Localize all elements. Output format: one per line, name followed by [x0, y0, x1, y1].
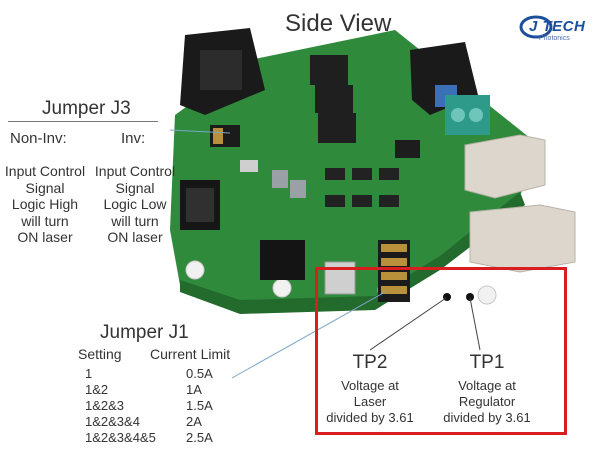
inductor — [310, 55, 348, 85]
inductor — [315, 85, 353, 113]
tp2-label: TP2 — [352, 352, 388, 373]
tp1-description: Voltage at Regulator divided by 3.61 — [443, 378, 531, 425]
resistor — [379, 195, 399, 207]
tp2-description: Voltage at Laser divided by 3.61 — [326, 378, 414, 425]
tp1-test-point — [466, 293, 474, 301]
jumper-cap — [381, 286, 407, 294]
output-connector — [464, 134, 546, 199]
terminal-screw — [451, 108, 465, 122]
table-cell-setting: 1&2&3&4&5 — [85, 430, 156, 445]
j3-divider — [8, 121, 158, 122]
resistor — [325, 168, 345, 180]
inv-label: Inv: — [121, 130, 146, 147]
jumper-j3-title: Jumper J3 — [42, 98, 131, 119]
non-inv-label: Non-Inv: — [10, 130, 67, 147]
table-cell-limit: 2A — [186, 414, 202, 429]
j3-pointer-line — [169, 129, 231, 134]
logo-sub: Photonics — [539, 35, 570, 42]
pcb-edge — [180, 192, 525, 314]
setting-header: Setting — [78, 346, 122, 362]
power-jack-face — [200, 50, 242, 90]
capacitor — [290, 180, 306, 198]
resistor — [352, 195, 372, 207]
jumper-j1-title: Jumper J1 — [100, 322, 189, 343]
logo-name: J TECH — [529, 18, 586, 35]
table-cell-limit: 0.5A — [186, 366, 213, 381]
mounting-hole — [477, 285, 497, 305]
regulator — [260, 240, 305, 280]
table-cell-limit: 1.5A — [186, 398, 213, 413]
capacitor — [240, 160, 258, 172]
inductor — [318, 113, 356, 143]
mounting-hole — [185, 260, 205, 280]
current-limit-header: Current Limit — [150, 346, 231, 362]
table-cell-limit: 1A — [186, 382, 202, 397]
jumper-cap — [381, 258, 407, 266]
tp2-pointer-line — [369, 297, 447, 351]
table-cell-setting: 1&2 — [85, 382, 109, 397]
inv-description: Input Control Signal Logic Low will turn… — [94, 163, 176, 245]
capacitor — [272, 170, 288, 188]
terminal-screw — [469, 108, 483, 122]
table-cell-setting: 1&2&3 — [85, 398, 125, 413]
table-cell-limit: 2.5A — [186, 430, 213, 445]
signal-jack-face — [186, 188, 214, 222]
resistor — [325, 195, 345, 207]
logo-swoosh-icon — [519, 15, 553, 39]
ic-chip — [395, 140, 420, 158]
resistor — [379, 168, 399, 180]
j1-pointer-line — [231, 291, 386, 379]
tp1-label: TP1 — [469, 352, 505, 373]
tp1-pointer-line — [469, 297, 481, 351]
page-title: Side View — [285, 10, 392, 37]
jumper-cap — [381, 272, 407, 280]
jumper-cap — [213, 128, 223, 144]
non-inv-description: Input Control Signal Logic High will tur… — [4, 163, 86, 245]
mounting-hole — [272, 278, 292, 298]
jumper-cap — [381, 244, 407, 252]
table-cell-setting: 1 — [85, 366, 93, 381]
output-connector — [469, 204, 576, 273]
test-points-callout-box — [315, 267, 567, 435]
resistor — [352, 168, 372, 180]
jtech-logo: J TECH Photonics — [517, 8, 597, 46]
table-cell-setting: 1&2&3&4 — [85, 414, 140, 429]
